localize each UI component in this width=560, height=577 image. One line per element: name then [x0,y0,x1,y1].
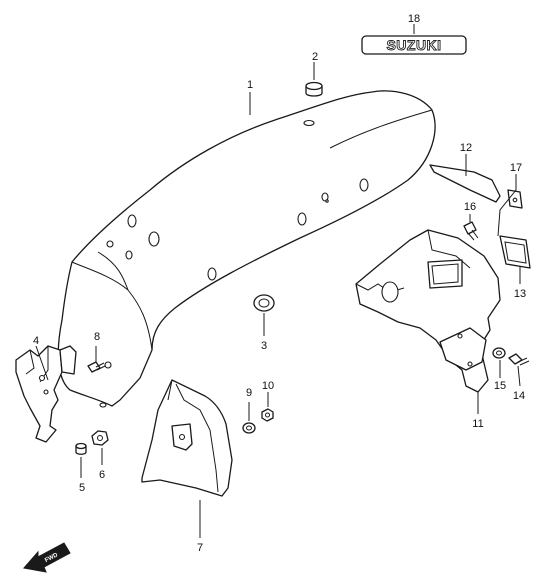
inner-mudguard [141,379,233,497]
callout-7: 7 [197,542,203,554]
callout-3: 3 [261,340,267,352]
callout-18: 18 [408,13,420,25]
callout-9: 9 [246,387,252,399]
nut-10 [261,408,274,422]
callout-15: 15 [494,380,506,392]
callout-2: 2 [312,51,318,63]
license-bracket [355,229,501,393]
leader-lines [35,24,521,538]
clip-17 [507,189,523,209]
callout-8: 8 [94,331,100,343]
rear-fender-cover [57,90,436,408]
callout-13: 13 [514,288,526,300]
callout-12: 12 [460,142,472,154]
reflector-strip [429,164,501,203]
callout-1: 1 [247,79,253,91]
grommet-top [305,81,323,97]
callout-6: 6 [99,469,105,481]
callout-5: 5 [79,482,85,494]
collar-small [75,442,87,455]
nut [91,430,109,446]
reflector [499,235,531,269]
callout-labels: 1 2 3 4 5 6 7 8 9 10 11 12 13 14 15 16 1… [33,13,526,554]
callout-4: 4 [33,335,39,347]
left-bracket [15,345,77,443]
washer-15 [492,347,506,359]
callout-17: 17 [510,162,522,174]
callout-14: 14 [513,390,525,402]
washer-9 [242,422,256,434]
suzuki-emblem: SUZUKI [361,35,467,55]
bolt-14 [508,353,530,366]
fwd-arrow-icon: FWD [23,542,71,573]
callout-10: 10 [262,380,274,392]
callout-16: 16 [464,201,476,213]
emblem-text: SUZUKI [386,37,441,53]
screw-8 [87,361,106,373]
callout-11: 11 [472,418,483,430]
screw-16 [463,221,479,241]
grommet-side [253,294,275,312]
